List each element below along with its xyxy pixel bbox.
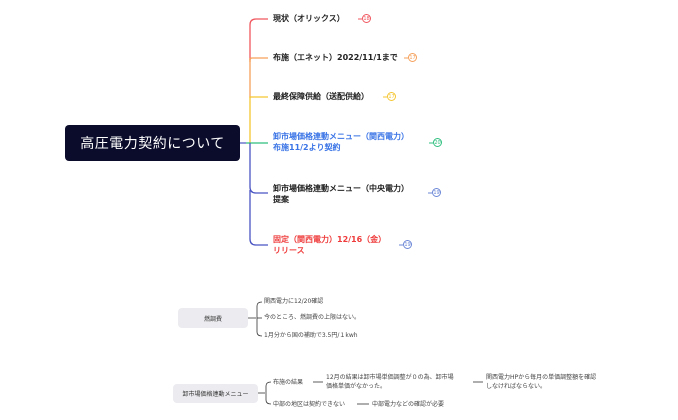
topic-market-kansai[interactable]: 卸市場価格連動メニュー（関西電力） 布施11/2より契約 [273, 131, 409, 153]
topic-label: 布施（エネット）2022/11/1まで [273, 53, 398, 62]
market-detail-fuse: 12月の結果は卸市場単価調整が０の為、卸市場 価格単価がなかった。 [326, 373, 454, 391]
market-followup-fuse: 関西電力HPから毎月の単価調整額を確認 しなければならない。 [486, 373, 596, 391]
followup-line1: 関西電力HPから毎月の単価調整額を確認 [486, 374, 597, 381]
detail-line1: 12月の結果は卸市場単価調整が０の為、卸市場 [326, 374, 454, 381]
fuel-note-1: 関西電力に12/20確認 [264, 298, 324, 305]
topic-last-resort-supply[interactable]: 最終保障供給（送配供給） [273, 91, 369, 102]
badge-count-icon[interactable]: 17 [387, 92, 396, 101]
market-detail-chubu: 中部電力などの確認が必要 [372, 401, 445, 408]
badge-count-icon[interactable]: 17 [408, 53, 417, 62]
topic-label: 現状（オリックス） [273, 14, 345, 23]
topic-label-line1: 卸市場価格連動メニュー（関西電力） [273, 132, 409, 141]
detail-line2: 価格単価がなかった。 [326, 383, 387, 390]
topic-fixed-kansai[interactable]: 固定（関西電力）12/16（金） リリース [273, 234, 386, 256]
topic-label-line2: 布施11/2より契約 [273, 143, 341, 152]
fuel-note-2: 今のところ、燃調費の上限はない。 [264, 314, 361, 321]
topic-label-line1: 固定（関西電力）12/16（金） [273, 235, 387, 244]
topic-label-line2: 提案 [273, 195, 289, 204]
fuel-adjustment-node[interactable]: 燃調費 [178, 308, 248, 328]
badge-count-icon[interactable]: 19 [403, 240, 412, 249]
fuel-note-3: 1月分から国の補助で3.5円/１kwh [264, 332, 358, 339]
topic-label-line2: リリース [273, 246, 305, 255]
root-topic[interactable]: 高圧電力契約について [65, 125, 240, 161]
topic-market-chubu[interactable]: 卸市場価格連動メニュー（中央電力） 提案 [273, 183, 409, 205]
badge-count-icon[interactable]: 19 [432, 188, 441, 197]
topic-current-orix[interactable]: 現状（オリックス） [273, 13, 345, 24]
fuel-node-label: 燃調費 [203, 315, 222, 323]
topic-fuse-ennet[interactable]: 布施（エネット）2022/11/1まで [273, 52, 398, 63]
market-child-chubu: 中部の地区は契約できない [273, 401, 346, 408]
topic-label: 最終保障供給（送配供給） [273, 92, 369, 101]
root-topic-label: 高圧電力契約について [80, 136, 225, 152]
market-node-label: 卸市場価格連動メニュー [182, 391, 249, 398]
followup-line2: しなければならない。 [486, 383, 547, 390]
market-menu-node[interactable]: 卸市場価格連動メニュー [173, 384, 258, 403]
topic-label-line1: 卸市場価格連動メニュー（中央電力） [273, 184, 409, 193]
market-child-fuse-result: 布施の結果 [273, 379, 304, 386]
badge-count-icon[interactable]: 20 [433, 138, 442, 147]
badge-count-icon[interactable]: 18 [362, 14, 371, 23]
